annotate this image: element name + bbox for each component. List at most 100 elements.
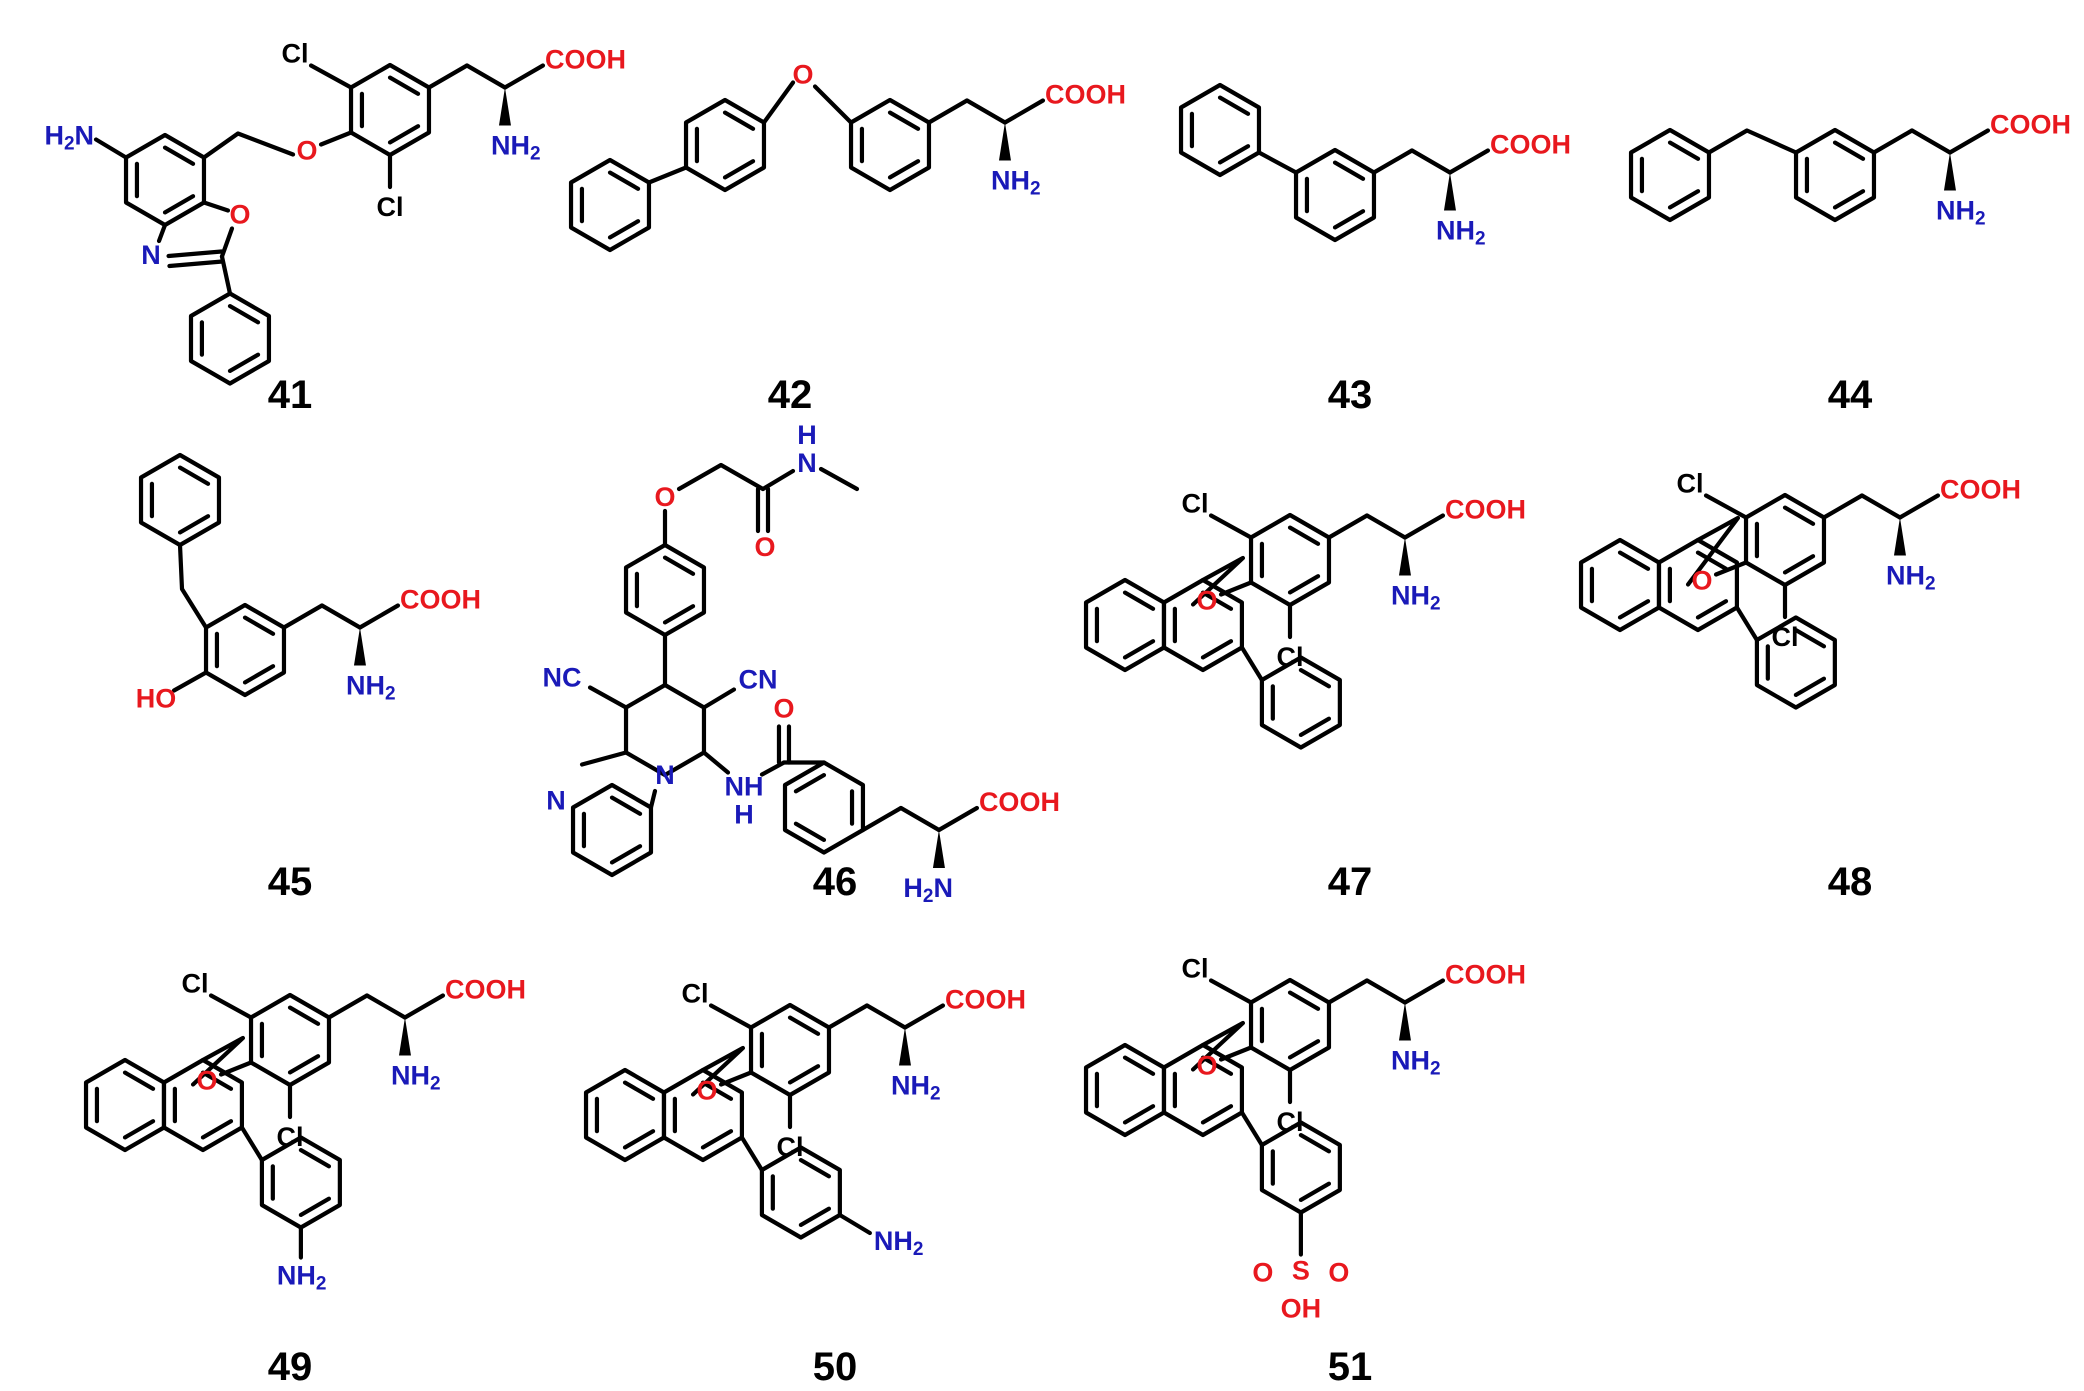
oxazole-double-bond: [167, 259, 225, 269]
aromatic-bond: [1217, 95, 1251, 116]
stereo-wedge-bond: [1398, 1002, 1411, 1041]
compound-number-51: 51: [1328, 1345, 1373, 1389]
oxygen-label: O: [793, 60, 814, 90]
oxygen-label: O: [197, 1066, 218, 1096]
naphthalene-ring: [161, 1057, 245, 1153]
chloro-bond: [708, 1003, 754, 1030]
compound-number-43: 43: [1328, 373, 1373, 417]
compound-number-44: 44: [1828, 373, 1873, 417]
side-chain-bond: [364, 993, 408, 1020]
compound-number-46: 46: [813, 860, 858, 904]
aromatic-bond: [1695, 550, 1729, 571]
aromatic-bond: [662, 555, 696, 576]
methylene-bond: [690, 1045, 746, 1097]
aromatic-bond: [787, 1064, 821, 1085]
amino-group-label: NH2: [491, 131, 541, 165]
stereo-wedge-bond: [932, 830, 945, 868]
stereo-wedge-bond: [1943, 152, 1956, 191]
aromatic-bond: [700, 1129, 734, 1150]
aromatic-bond: [1122, 1104, 1156, 1125]
hydroxyl-bond: [171, 670, 209, 693]
chlorine-label: Cl: [682, 979, 709, 1009]
carboxylic-acid-label: COOH: [1045, 80, 1126, 110]
chlorine-label: Cl: [182, 969, 209, 999]
amino-group-label: H2N: [903, 873, 953, 907]
biaryl-bond: [1239, 1110, 1265, 1148]
aromatic-bond: [1122, 590, 1156, 611]
side-chain-bond: [1364, 978, 1408, 1005]
oxygen-label: O: [1692, 566, 1713, 596]
aromatic-bond: [887, 159, 921, 180]
oxygen-label: O: [697, 1076, 718, 1106]
oxazole-double-bond: [166, 249, 224, 259]
amide-bond: [760, 468, 796, 492]
nitrogen-label: N: [655, 760, 675, 790]
aromatic-bond: [662, 604, 696, 625]
aromatic-bond: [1667, 189, 1701, 210]
aromatic-bond: [1793, 676, 1827, 698]
aromatic-bond: [1617, 550, 1651, 571]
chlorine-label: Cl: [1772, 622, 1799, 652]
biaryl-bond: [1734, 605, 1760, 643]
stereo-wedge-bond: [1398, 537, 1411, 576]
hydrogen-label: H: [734, 800, 754, 830]
side-chain-bond: [326, 993, 370, 1020]
chlorine-label: Cl: [1182, 954, 1209, 984]
aryl-bond: [219, 254, 233, 296]
carboxylic-acid-label: COOH: [545, 45, 626, 75]
aromatic-bond: [607, 170, 641, 191]
amino-group-label: H2N: [44, 121, 94, 155]
aromatic-bond: [200, 1119, 234, 1140]
aromatic-bond: [609, 844, 643, 865]
compound-number-45: 45: [268, 860, 313, 904]
aromatic-bond: [1200, 639, 1234, 660]
aromatic-bond: [1298, 716, 1332, 738]
carboxyl-bond: [502, 63, 546, 90]
oxazole-bond: [156, 222, 168, 244]
aromatic-bond: [1298, 1132, 1332, 1154]
stereo-wedge-bond: [398, 1017, 411, 1056]
carboxylic-acid-label: COOH: [945, 985, 1026, 1015]
aromatic-bond: [1122, 1055, 1156, 1076]
side-chain-bond: [864, 1003, 908, 1030]
aromatic-bond: [1332, 160, 1366, 181]
aromatic-bond: [1832, 189, 1866, 210]
nitrogen-label: N: [546, 786, 566, 816]
aromatic-bond: [793, 772, 827, 794]
stereo-wedge-bond: [998, 122, 1011, 161]
aromatic-bond: [227, 304, 261, 325]
naphthalene-ring: [1656, 537, 1740, 633]
aromatic-bond: [387, 124, 421, 145]
aromatic-bond: [1287, 574, 1321, 595]
aromatic-bond: [200, 1070, 234, 1091]
hydroxyl-label: HO: [136, 684, 177, 714]
aromatic-bond: [1200, 1104, 1234, 1125]
side-chain-bond: [426, 63, 470, 90]
aromatic-bond: [887, 110, 921, 131]
biaryl-bond: [1239, 645, 1265, 683]
compound-number-49: 49: [268, 1345, 313, 1389]
methylene-bond: [1190, 555, 1246, 607]
side-chain-bond: [1909, 128, 1953, 155]
nitrogen-label: N: [797, 448, 817, 478]
stereo-wedge-bond: [498, 87, 511, 126]
carboxyl-bond: [1002, 98, 1046, 125]
aromatic-bond: [122, 1070, 156, 1091]
chloro-bond: [1703, 493, 1749, 520]
aromatic-bond: [1793, 627, 1827, 649]
aromatic-bond: [622, 1080, 656, 1101]
hydroxyl-label: OH: [1281, 1294, 1322, 1324]
nitrogen-label: N: [141, 240, 161, 270]
bond-layer: [83, 62, 1991, 1260]
carboxyl-bond: [402, 993, 446, 1020]
nitrile-label: NC: [543, 663, 582, 693]
naphthalene-ring: [1161, 1042, 1245, 1138]
side-chain-bond: [1409, 148, 1453, 175]
side-chain-bond: [1326, 513, 1370, 540]
amino-group-label: NH2: [891, 1071, 941, 1105]
carboxylic-acid-label: COOH: [445, 975, 526, 1005]
chloro-bond: [1208, 978, 1254, 1005]
oxazole-bond: [201, 200, 231, 213]
methylene-bond: [1685, 515, 1741, 587]
